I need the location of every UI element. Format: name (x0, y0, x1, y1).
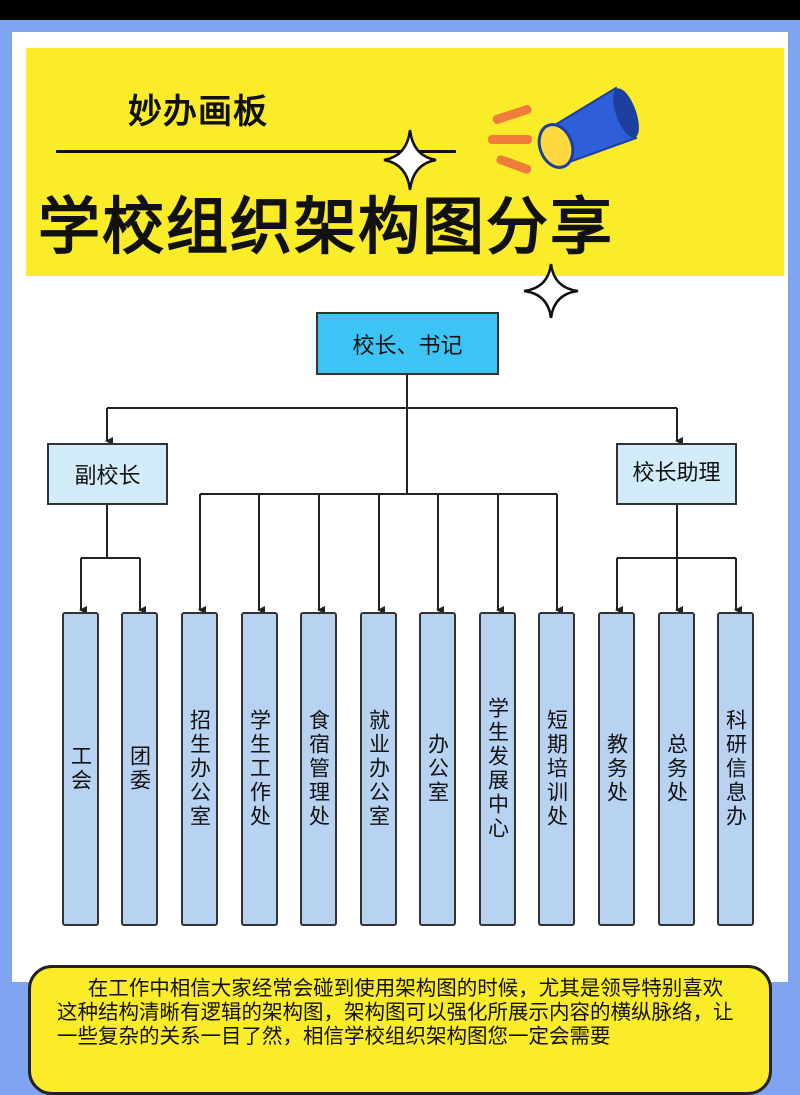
node-academic-affairs: 教务处 (598, 612, 635, 926)
node-research-info: 科研信息办 (717, 612, 754, 926)
node-dining-housing: 食宿管理处 (300, 612, 337, 926)
megaphone-icon (488, 86, 639, 174)
page-title: 学校组织架构图分享 (38, 190, 615, 263)
top-bar (0, 0, 800, 20)
node-trade-union: 工会 (62, 612, 99, 926)
node-employment-office: 就业办公室 (360, 612, 397, 926)
sparkle-icon (383, 129, 437, 191)
sparkle-icon (523, 263, 579, 319)
node-general-affairs: 总务处 (658, 612, 695, 926)
node-vice-principal: 副校长 (47, 443, 168, 505)
node-youth-league: 团委 (121, 612, 158, 926)
connector-lines (79, 375, 742, 614)
node-student-affairs: 学生工作处 (241, 612, 278, 926)
node-principal-secretary: 校长、书记 (316, 312, 499, 375)
node-principal-assistant: 校长助理 (616, 443, 737, 505)
node-student-development: 学生发展中心 (479, 612, 516, 926)
brand-name: 妙办画板 (128, 92, 268, 132)
node-admissions-office: 招生办公室 (181, 612, 218, 926)
node-general-office: 办公室 (419, 612, 456, 926)
node-short-term-training: 短期培训处 (538, 612, 575, 926)
divider-line (56, 150, 456, 153)
description-text: 在工作中相信大家经常会碰到使用架构图的时候，尤其是领导特别喜欢这种结构清晰有逻辑… (28, 965, 772, 1095)
